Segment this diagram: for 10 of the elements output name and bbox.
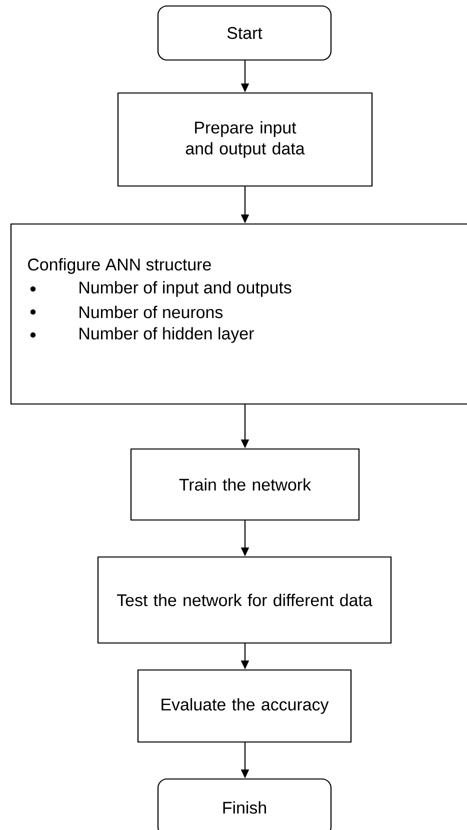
list-item: Number of input and outputs bbox=[80, 281, 292, 297]
list-item: Number of neurons bbox=[80, 306, 223, 318]
process-box: Evaluate the accuracy bbox=[137, 669, 352, 743]
terminal-box: Start bbox=[157, 5, 332, 61]
heading: Configure ANN structure bbox=[28, 258, 211, 274]
list-item: Number of hidden layer bbox=[80, 327, 254, 343]
process-box: Test the network for different data bbox=[97, 556, 392, 644]
terminal-box: Finish bbox=[157, 778, 332, 830]
process-box: Prepare input and output data bbox=[117, 92, 373, 187]
process-box: Train the network bbox=[130, 448, 360, 521]
